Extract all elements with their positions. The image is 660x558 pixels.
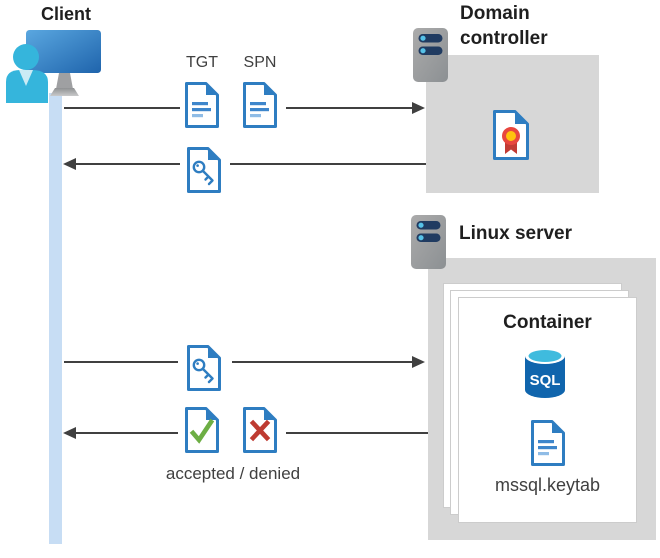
server-icon <box>411 215 446 269</box>
arrow-request-tickets-head <box>412 102 425 114</box>
arrow-ticket-granted-line2 <box>230 163 426 165</box>
arrow-present-ticket-line <box>64 361 178 363</box>
arrow-ticket-granted-head <box>63 158 76 170</box>
sql-database-icon: SQL <box>525 348 565 398</box>
arrow-request-tickets-line2 <box>286 107 413 109</box>
arrow-response-head <box>63 427 76 439</box>
arrow-response-line <box>75 432 178 434</box>
key-document-icon <box>187 345 221 391</box>
client-label: Client <box>40 4 91 24</box>
key-document-icon <box>187 147 221 193</box>
arrow-present-ticket-line2 <box>232 361 413 363</box>
keytab-label: mssql.keytab <box>494 475 601 495</box>
arrow-ticket-granted-line <box>75 163 180 165</box>
x-document-icon <box>243 407 277 453</box>
sql-label: SQL <box>530 372 561 389</box>
tgt-label: TGT <box>186 54 218 71</box>
arrow-present-ticket-head <box>412 356 425 368</box>
spn-document-icon <box>243 82 277 128</box>
accepted-denied-label: accepted / denied <box>165 464 301 483</box>
certificate-document-icon <box>493 110 529 160</box>
client-lifeline <box>49 93 62 544</box>
keytab-document-icon <box>531 420 565 466</box>
server-icon <box>413 28 448 82</box>
arrow-response-line2 <box>286 432 428 434</box>
check-document-icon <box>185 407 219 453</box>
tgt-document-icon <box>185 82 219 128</box>
container-label: Container <box>503 312 592 333</box>
domain-controller-label: Domain controller <box>460 3 548 49</box>
arrow-request-tickets-line <box>64 107 180 109</box>
spn-label: SPN <box>243 54 277 71</box>
linux-server-label: Linux server <box>459 223 572 244</box>
container-card: Container SQL mssql.keytab <box>458 297 637 523</box>
user-at-monitor-icon <box>6 30 101 103</box>
